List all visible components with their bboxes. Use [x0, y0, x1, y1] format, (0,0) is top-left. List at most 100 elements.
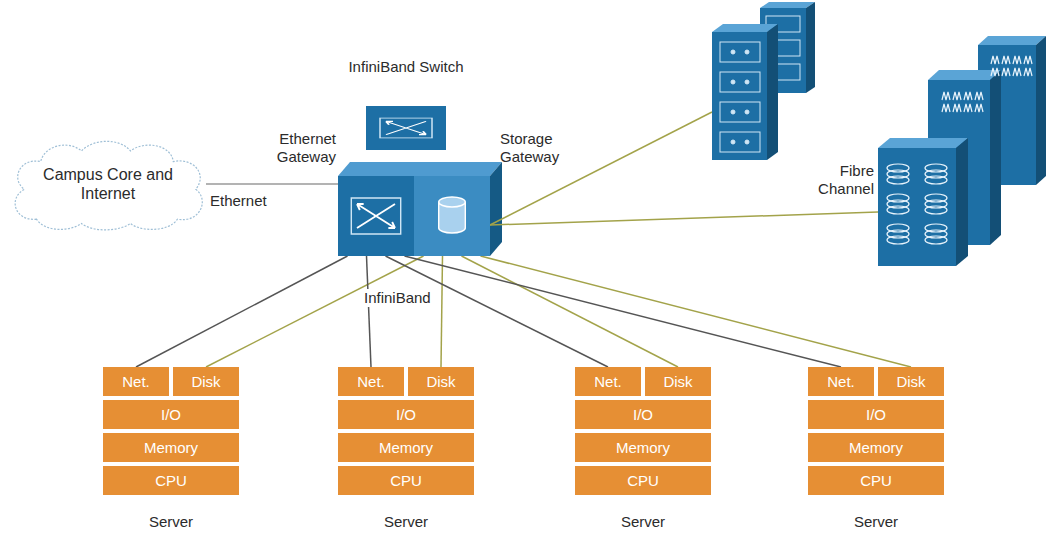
server-text: Server — [575, 513, 711, 531]
text-holder: CPU — [575, 466, 711, 495]
server-component-text: CPU — [627, 472, 659, 490]
server-text: Server — [103, 513, 239, 531]
server-component-text: Disk — [191, 373, 220, 391]
switch-symbol — [366, 106, 446, 150]
server-component-text: Memory — [849, 439, 903, 457]
server-component-text: I/O — [161, 406, 181, 424]
server-component-text: Net. — [357, 373, 385, 391]
fibre-wire — [490, 112, 712, 225]
text-holder: Memory — [808, 433, 944, 462]
server-component: Disk — [878, 367, 944, 396]
text-holder: Server — [103, 513, 239, 531]
server-component: Memory — [103, 433, 239, 462]
gateway-module-text: Ethernet Gateway — [256, 130, 336, 166]
cloud-outline — [6, 136, 210, 232]
link-line — [386, 256, 609, 367]
server-component-text: I/O — [396, 406, 416, 424]
text-holder: Memory — [103, 433, 239, 462]
server-component: Memory — [808, 433, 944, 462]
storage-array — [878, 138, 968, 266]
server-component: Disk — [173, 367, 239, 396]
switch-symbol — [338, 176, 414, 256]
server-component: Disk — [645, 367, 711, 396]
text-holder: Disk — [878, 367, 944, 396]
text-holder: InfiniBand Switch — [336, 58, 476, 76]
text-holder: Server — [808, 513, 944, 531]
server: Server Net. DiskI/O MemoryCPU — [338, 367, 474, 535]
server-component: Memory — [338, 433, 474, 462]
fibre-wire — [490, 212, 878, 225]
server-component: Net. — [103, 367, 169, 396]
gateway-module: Storage Gateway — [414, 176, 490, 256]
server-component-text: Memory — [379, 439, 433, 457]
server-component-text: Net. — [594, 373, 622, 391]
gateway-module-text: Storage Gateway — [500, 130, 590, 166]
server-component-text: Disk — [426, 373, 455, 391]
text-holder: Server — [575, 513, 711, 531]
text-holder: Storage Gateway — [500, 130, 590, 166]
link-label: InfiniBand — [362, 289, 433, 307]
link-line — [206, 256, 424, 367]
text-holder: Net. — [103, 367, 169, 396]
server-component: CPU — [338, 466, 474, 495]
server: Server Net. DiskI/O MemoryCPU — [575, 367, 711, 535]
text-holder: Net. — [575, 367, 641, 396]
link-line — [405, 256, 842, 367]
server-component-text: Disk — [896, 373, 925, 391]
text-holder: Disk — [173, 367, 239, 396]
text-holder: Memory — [338, 433, 474, 462]
chassis-side — [490, 162, 502, 256]
server-component-text: CPU — [860, 472, 892, 490]
storage-label: Fibre Channel — [798, 162, 876, 198]
text-holder: Disk — [408, 367, 474, 396]
link-line — [481, 256, 912, 367]
server-component-text: Net. — [827, 373, 855, 391]
switch-box: InfiniBand Switch — [366, 106, 446, 150]
text-holder: CPU — [103, 466, 239, 495]
gateway-module: Ethernet Gateway — [338, 176, 414, 256]
server-component-text: CPU — [155, 472, 187, 490]
text-holder: Campus Core and Internet — [6, 136, 210, 232]
server-component-text: Net. — [122, 373, 150, 391]
server-component-text: I/O — [866, 406, 886, 424]
text-holder: Disk — [645, 367, 711, 396]
server-component: Disk — [408, 367, 474, 396]
server-component: I/O — [808, 400, 944, 429]
text-holder: Net. — [808, 367, 874, 396]
text-holder: I/O — [103, 400, 239, 429]
edge-label: Ethernet — [208, 192, 269, 210]
text-holder: I/O — [338, 400, 474, 429]
cloud: Campus Core and Internet — [6, 136, 210, 232]
text-holder: I/O — [575, 400, 711, 429]
server-text: Server — [808, 513, 944, 531]
text-holder: I/O — [808, 400, 944, 429]
server-component: I/O — [575, 400, 711, 429]
server-component: Net. — [808, 367, 874, 396]
server-component: CPU — [103, 466, 239, 495]
server-component-text: I/O — [633, 406, 653, 424]
text-holder: CPU — [338, 466, 474, 495]
disk-symbol — [414, 176, 490, 256]
text-holder: CPU — [808, 466, 944, 495]
text-holder: Net. — [338, 367, 404, 396]
server-component: CPU — [575, 466, 711, 495]
server-component-text: CPU — [390, 472, 422, 490]
link-line — [441, 256, 443, 367]
text-holder: Server — [338, 513, 474, 531]
text-holder: Ethernet Gateway — [256, 130, 336, 166]
storage-cabinet — [712, 24, 778, 160]
text-holder: Memory — [575, 433, 711, 462]
link-line — [206, 183, 338, 185]
cloud-text: Campus Core and Internet — [38, 165, 178, 203]
server-component: Net. — [575, 367, 641, 396]
server-component: Memory — [575, 433, 711, 462]
server-component: I/O — [338, 400, 474, 429]
server-component: I/O — [103, 400, 239, 429]
server: Server Net. DiskI/O MemoryCPU — [103, 367, 239, 535]
server-component: Net. — [338, 367, 404, 396]
link-line — [367, 256, 372, 367]
server-component-text: Memory — [144, 439, 198, 457]
server: Server Net. DiskI/O MemoryCPU — [808, 367, 944, 535]
server-text: Server — [338, 513, 474, 531]
chassis-top — [338, 162, 502, 176]
